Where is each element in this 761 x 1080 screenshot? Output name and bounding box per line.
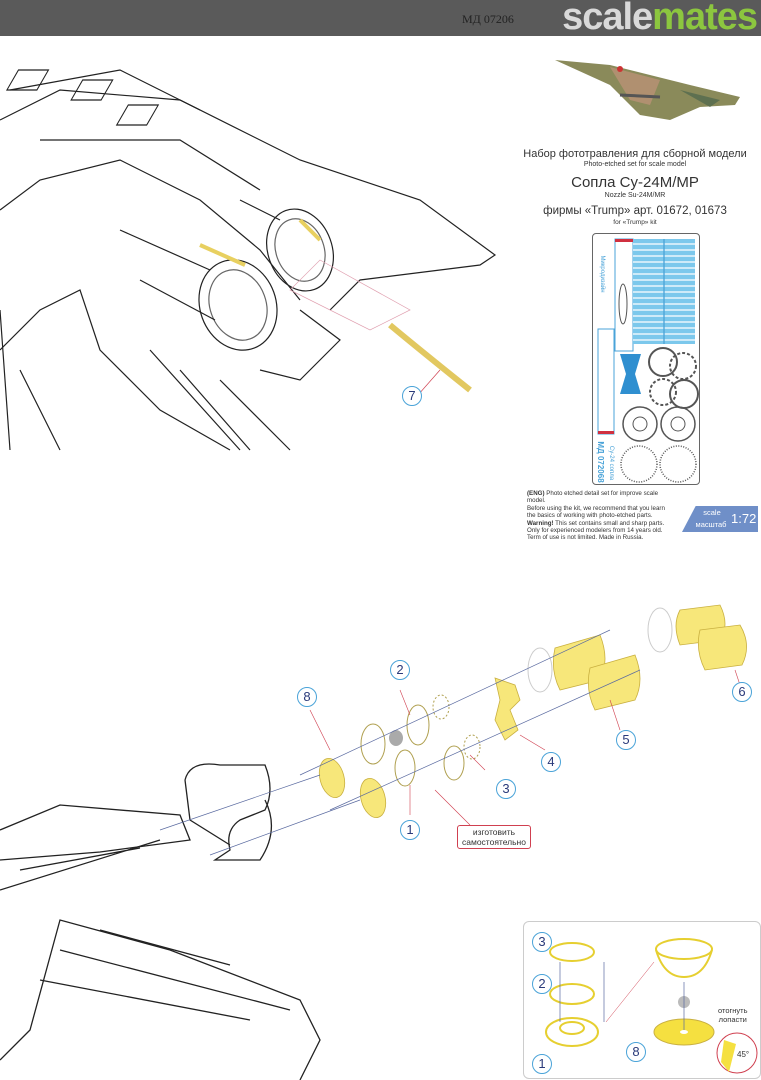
usage-notice: (ENG) Photo etched detail set for improv… [527, 490, 665, 542]
callout-part-2: 2 [390, 660, 410, 680]
callout-part-7: 7 [402, 386, 422, 406]
callout-part-8: 8 [297, 687, 317, 707]
title-ru: Набор фототравления для сборной модели [523, 148, 747, 160]
inset-callout-1: 1 [532, 1054, 552, 1074]
fret-name: Су-24 сопла [608, 445, 614, 481]
sheet-code: МД 07206 [462, 12, 514, 26]
exploded-assembly-diagram [0, 604, 747, 1080]
product-name-en: Nozzle Su-24M/MR [604, 192, 666, 199]
callout-part-1: 1 [400, 820, 420, 840]
fret-brand: Микродизайн [599, 255, 605, 293]
inset-callout-8: 8 [626, 1042, 646, 1062]
photo-etch-fret: Микродизайн МД 072068 Су-24 сопла [592, 233, 700, 485]
callout-part-5: 5 [616, 730, 636, 750]
site-header-bar [0, 0, 761, 36]
callout-part-6: 6 [732, 682, 752, 702]
part-7-strip [388, 322, 472, 393]
fret-code: МД 072068 [596, 441, 605, 483]
title-en: Photo-etched set for scale model [583, 161, 687, 168]
inset-callout-2: 2 [532, 974, 552, 994]
scale-badge: scale масштаб 1:72 [682, 506, 758, 532]
bend-angle: 45° [737, 1050, 750, 1059]
su24-aircraft-image [555, 60, 740, 120]
callout-part-4: 4 [541, 752, 561, 772]
product-name-ru: Сопла Су-24М/МР [571, 174, 699, 191]
aircraft-rear-drawing [0, 69, 497, 451]
inset-callout-3: 3 [532, 932, 552, 952]
scalemates-logo[interactable]: scalemates [562, 0, 758, 38]
kit-info-en: for «Trump» kit [613, 219, 657, 226]
callout-part-3: 3 [496, 779, 516, 799]
kit-info-ru: фирмы «Trump» арт. 01672, 01673 [543, 205, 727, 217]
